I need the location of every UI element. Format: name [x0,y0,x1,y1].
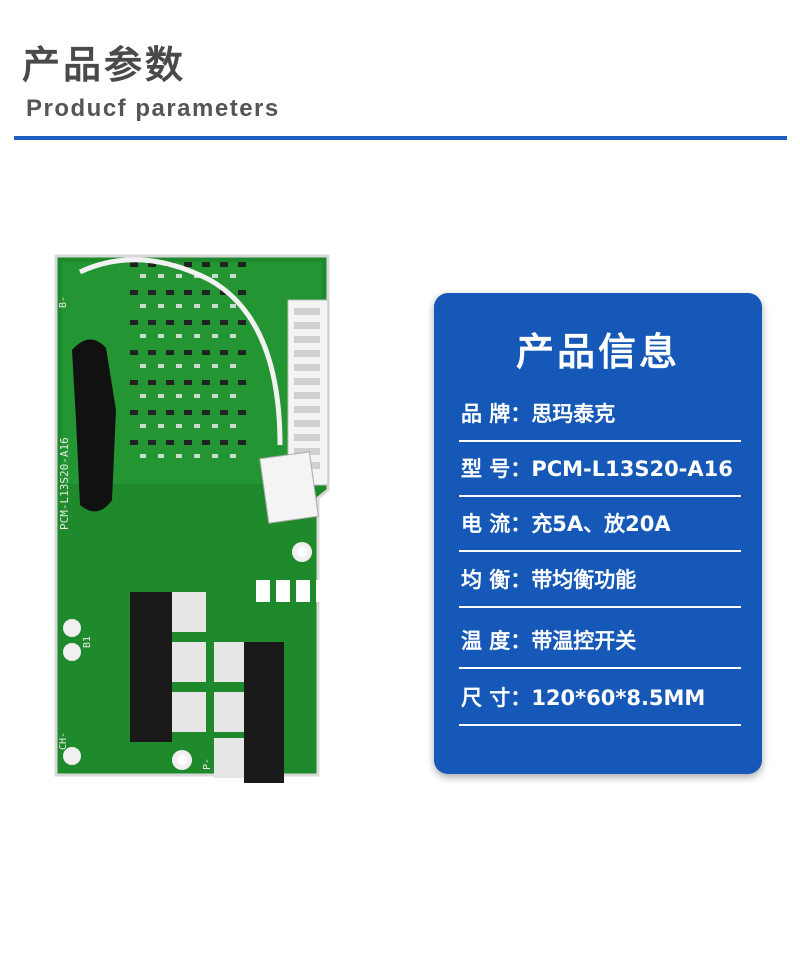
row-divider [459,550,741,552]
spec-value: 带温控开关 [531,629,637,653]
silk-p-minus: P- [202,758,213,770]
product-image: PCM-L13S20-A16 B- B1 CH- P- [50,250,340,790]
silk-model-text: PCM-L13S20-A16 [58,437,71,530]
silk-b1: B1 [82,636,93,648]
page-subtitle: Producf parameters [26,95,280,122]
spec-label: 品 牌： [461,402,532,426]
spec-row-model: 型 号：PCM-L13S20-A16 [459,441,741,497]
spec-row-brand: 品 牌：思玛泰克 [459,386,741,442]
row-divider [459,606,741,608]
row-divider [459,667,741,669]
spec-row-current: 电 流：充5A、放20A [459,496,741,552]
spec-label: 型 号： [461,457,532,481]
row-divider [459,724,741,726]
pcb-board-illustration: PCM-L13S20-A16 B- B1 CH- P- [54,254,330,783]
spec-label: 均 衡： [461,568,532,592]
header-divider [14,136,787,140]
spec-value: 思玛泰克 [531,402,616,426]
spec-value: 带均衡功能 [531,568,637,592]
row-divider [459,495,741,497]
product-info-card: 产品信息 品 牌：思玛泰克 型 号：PCM-L13S20-A16 电 流：充5A… [434,293,762,774]
spec-value: 充5A、放20A [531,512,671,536]
spec-row-balance: 均 衡：带均衡功能 [459,552,741,608]
spec-value: 120*60*8.5MM [531,686,706,710]
row-divider [459,440,741,442]
spec-label: 温 度： [461,629,532,653]
spec-value: PCM-L13S20-A16 [531,457,733,481]
spec-row-size: 尺 寸：120*60*8.5MM [459,670,741,726]
spec-label: 电 流： [461,512,532,536]
spec-row-temperature: 温 度：带温控开关 [459,613,741,669]
silk-ch-minus: CH- [58,732,69,750]
spec-label: 尺 寸： [461,686,532,710]
silk-b-minus: B- [58,296,69,308]
page-title: 产品参数 [22,43,187,87]
card-title: 产品信息 [515,330,680,374]
